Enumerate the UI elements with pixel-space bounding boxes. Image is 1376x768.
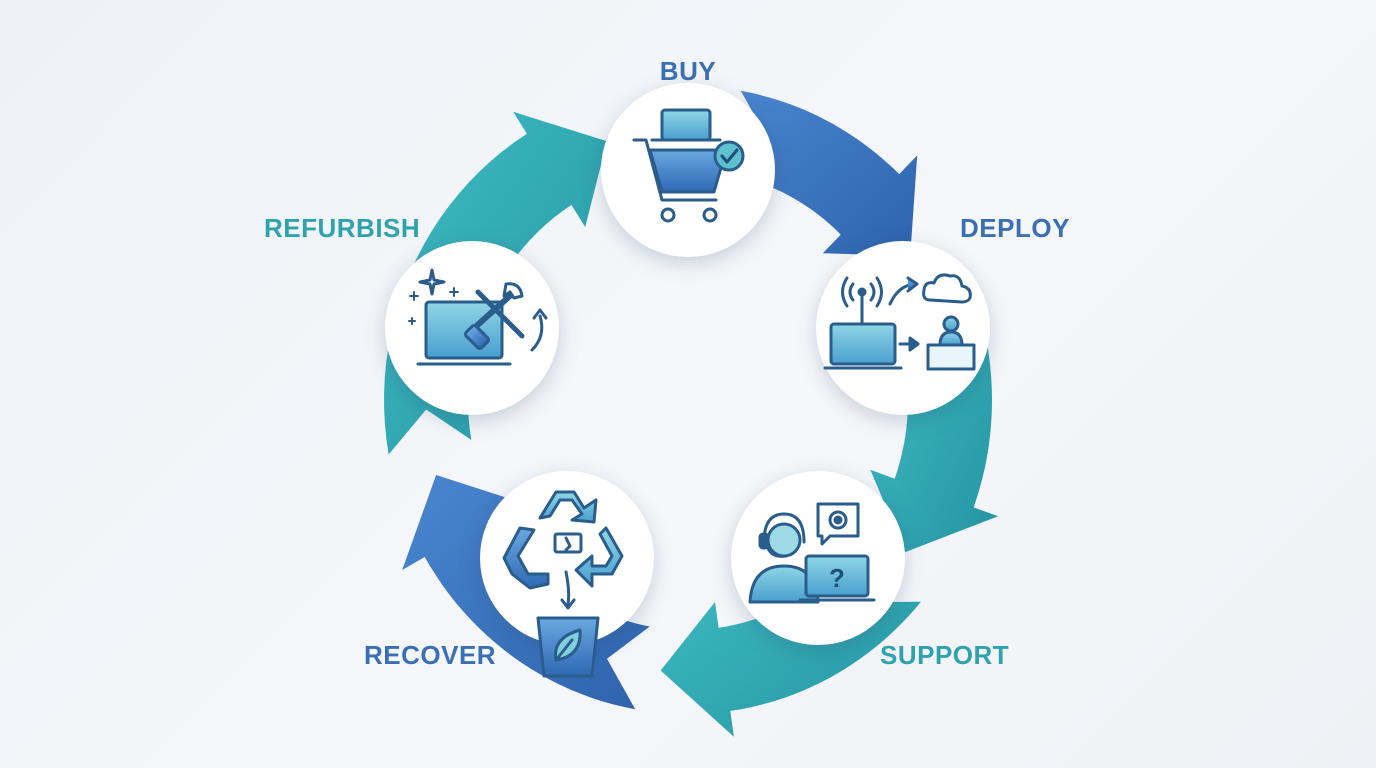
stage-node-recover[interactable] [480, 471, 654, 678]
cycle-arrow-buy-to-deploy [726, 90, 918, 256]
recycle-bin-icon [502, 490, 624, 678]
stage-label-buy: BUY [659, 56, 717, 86]
stage-label-recover: RECOVER [364, 640, 497, 670]
shopping-cart-laptop-icon [632, 108, 745, 223]
stage-node-buy[interactable] [601, 83, 775, 257]
stage-node-deploy[interactable] [816, 241, 990, 415]
network-deploy-icon [823, 273, 976, 371]
laptop-tools-icon [408, 268, 548, 366]
question-mark-glyph: ? [829, 563, 845, 593]
stage-node-support[interactable]: ? [731, 471, 905, 645]
helpdesk-support-icon [748, 502, 876, 604]
stage-label-support: SUPPORT [880, 640, 1010, 670]
stage-label-deploy: DEPLOY [960, 213, 1070, 243]
stage-label-refurbish: REFURBISH [264, 213, 421, 243]
stage-node-refurbish[interactable] [385, 241, 559, 415]
